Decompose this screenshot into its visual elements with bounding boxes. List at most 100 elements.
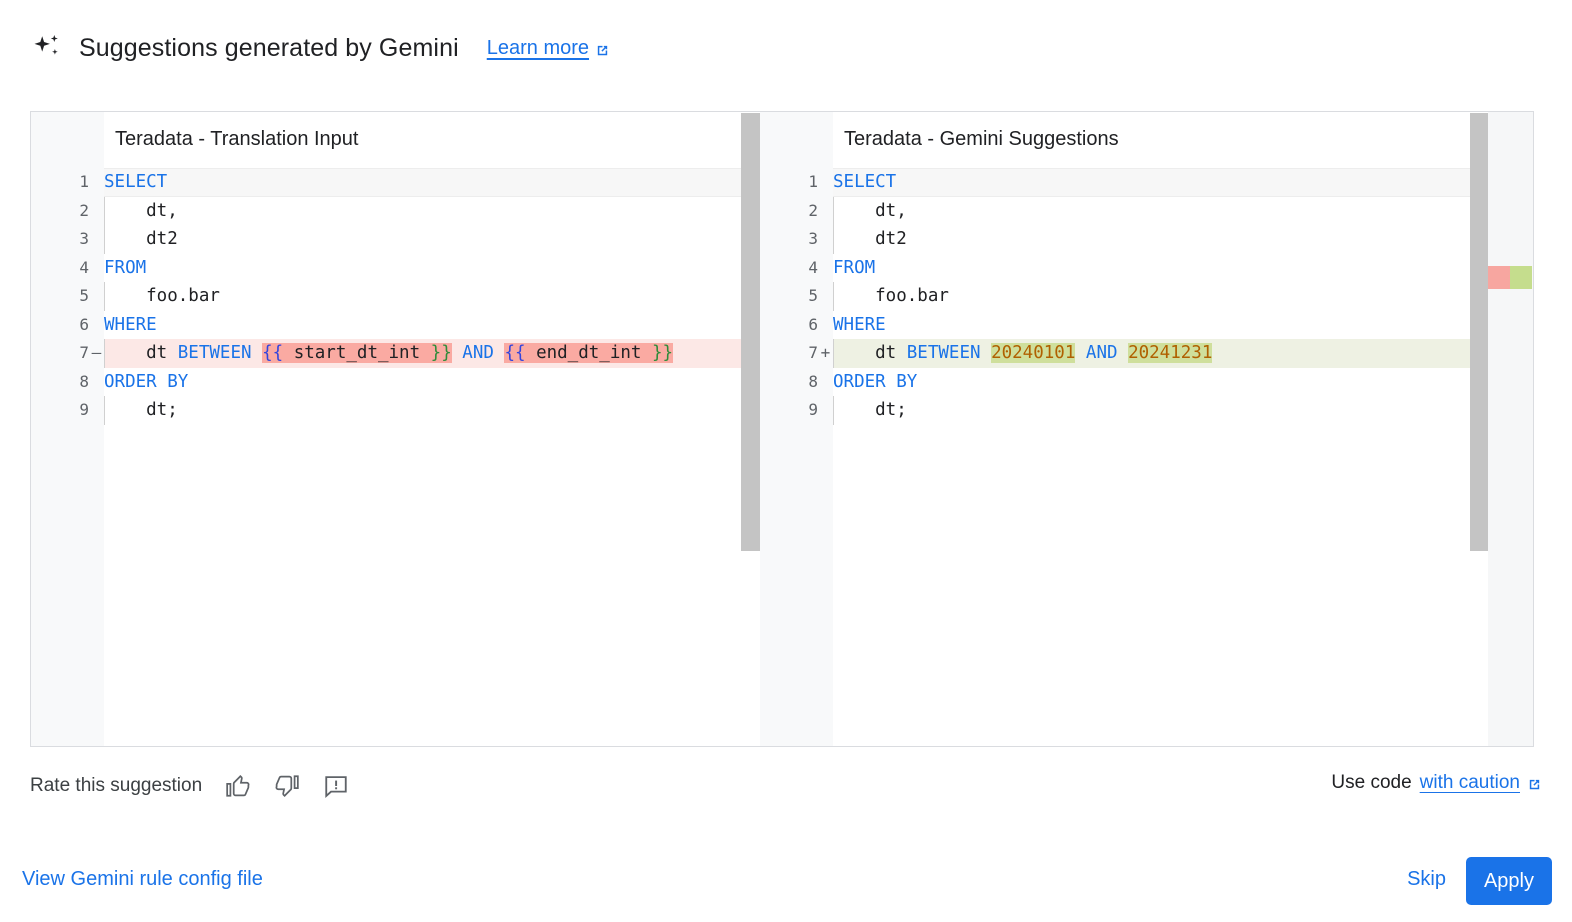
skip-button[interactable]: Skip — [1407, 868, 1446, 890]
diff-pane-right: Teradata - Gemini Suggestions 1 SELECT 2 d… — [760, 112, 1489, 746]
code-line[interactable]: 4 FROM — [31, 254, 760, 283]
code-line-text: FROM — [833, 257, 876, 278]
apply-button[interactable]: Apply — [1465, 857, 1552, 905]
line-number: 2 — [808, 200, 818, 220]
code-line[interactable]: 2 dt, — [760, 196, 1489, 225]
indent-guide — [833, 196, 834, 225]
code-line-text: foo.bar — [104, 286, 220, 306]
line-number: 4 — [808, 257, 818, 277]
report-feedback-icon[interactable] — [323, 773, 349, 799]
use-code-label: Use code — [1331, 772, 1412, 793]
code-line[interactable]: 4 FROM — [760, 254, 1489, 283]
code-line-text: dt, — [104, 200, 178, 221]
rate-label: Rate this suggestion — [30, 775, 203, 796]
code-line-text: dt; — [833, 400, 907, 420]
indent-guide — [104, 396, 105, 425]
code-line-text: dt; — [104, 400, 178, 420]
code-line-text: SELECT — [833, 172, 897, 192]
with-caution-label: with caution — [1419, 772, 1520, 793]
code-line[interactable]: 7— dt BETWEEN {{ start_dt_int }} AND {{ … — [31, 339, 760, 368]
learn-more-link[interactable]: Learn more — [487, 37, 610, 60]
line-number: 7 — [79, 343, 89, 362]
with-caution-link[interactable]: with caution — [1420, 772, 1542, 794]
code-line-text: FROM — [104, 257, 147, 278]
code-line[interactable]: 1 SELECT — [760, 168, 1489, 197]
code-line-text: SELECT — [104, 172, 168, 192]
ruler-marker-insert — [1510, 266, 1532, 289]
indent-guide — [104, 196, 105, 225]
line-number: 8 — [79, 371, 89, 391]
code-line[interactable]: 6 WHERE — [760, 311, 1489, 340]
gemini-sparkle-icon — [30, 32, 62, 64]
diff-sign: + — [820, 343, 831, 362]
code-line[interactable]: 5 foo.bar — [760, 282, 1489, 311]
line-number: 1 — [808, 172, 818, 191]
diff-sign: — — [91, 343, 102, 362]
line-number: 2 — [79, 200, 89, 220]
line-number: 5 — [79, 286, 89, 305]
code-line-text: foo.bar — [833, 286, 949, 306]
line-number: 3 — [808, 229, 818, 248]
code-line-text: dt BETWEEN 20240101 AND 20241231 — [833, 343, 1213, 363]
code-line[interactable]: 7+ dt BETWEEN 20240101 AND 20241231 — [760, 339, 1489, 368]
code-line[interactable]: 8 ORDER BY — [760, 368, 1489, 397]
code-line-text: ORDER BY — [104, 371, 189, 392]
code-line[interactable]: 8 ORDER BY — [31, 368, 760, 397]
code-line[interactable]: 9 dt; — [760, 396, 1489, 425]
code-line-background — [833, 168, 1489, 197]
line-number: 8 — [808, 371, 818, 391]
line-number: 9 — [808, 400, 818, 419]
thumb-up-icon[interactable] — [225, 773, 251, 799]
use-code-caution: Use code with caution — [1331, 772, 1542, 794]
indent-guide — [833, 282, 834, 311]
line-number: 3 — [79, 229, 89, 248]
indent-guide — [104, 225, 105, 254]
code-line[interactable]: 3 dt2 — [31, 225, 760, 254]
code-line-text: WHERE — [833, 314, 886, 335]
panel-header: Suggestions generated by Gemini Learn mo… — [30, 28, 610, 68]
thumb-down-icon[interactable] — [274, 773, 300, 799]
code-line[interactable]: 9 dt; — [31, 396, 760, 425]
external-link-icon — [1527, 776, 1542, 791]
code-line[interactable]: 3 dt2 — [760, 225, 1489, 254]
diff-pane-left: Teradata - Translation Input 1 SELECT 2 dt… — [31, 112, 760, 746]
indent-guide — [104, 282, 105, 311]
indent-guide — [833, 396, 834, 425]
scrollbar-left[interactable] — [741, 113, 760, 551]
pane-title-left: Teradata - Translation Input — [115, 128, 359, 150]
line-number: 6 — [79, 314, 89, 334]
line-number: 4 — [79, 257, 89, 277]
view-gemini-rule-config-link[interactable]: View Gemini rule config file — [22, 868, 263, 890]
line-number: 1 — [79, 172, 89, 191]
learn-more-label: Learn more — [486, 36, 590, 59]
indent-guide — [104, 339, 105, 368]
diff-container: Teradata - Translation Input 1 SELECT 2 dt… — [30, 111, 1534, 747]
code-line-text: dt BETWEEN {{ start_dt_int }} AND {{ end… — [104, 343, 674, 363]
code-line-background — [104, 168, 760, 197]
code-line[interactable]: 1 SELECT — [31, 168, 760, 197]
code-line[interactable]: 6 WHERE — [31, 311, 760, 340]
code-line-text: ORDER BY — [833, 371, 918, 392]
overview-ruler[interactable] — [1488, 112, 1533, 746]
code-line[interactable]: 5 foo.bar — [31, 282, 760, 311]
indent-guide — [833, 339, 834, 368]
indent-guide — [833, 225, 834, 254]
line-number: 9 — [79, 400, 89, 419]
external-link-icon — [595, 41, 610, 56]
line-number: 7 — [808, 343, 818, 362]
gutter-left — [31, 112, 104, 746]
scrollbar-right[interactable] — [1470, 113, 1489, 551]
code-line-text: dt2 — [833, 229, 907, 249]
pane-title-right: Teradata - Gemini Suggestions — [844, 128, 1119, 150]
ruler-marker-delete — [1488, 266, 1510, 289]
page-title: Suggestions generated by Gemini — [79, 33, 459, 62]
code-line-text: dt, — [833, 200, 907, 221]
code-line-text: WHERE — [104, 314, 157, 335]
rate-suggestion-row: Rate this suggestion — [30, 770, 349, 802]
line-number: 6 — [808, 314, 818, 334]
gutter-right — [760, 112, 833, 746]
code-line[interactable]: 2 dt, — [31, 196, 760, 225]
